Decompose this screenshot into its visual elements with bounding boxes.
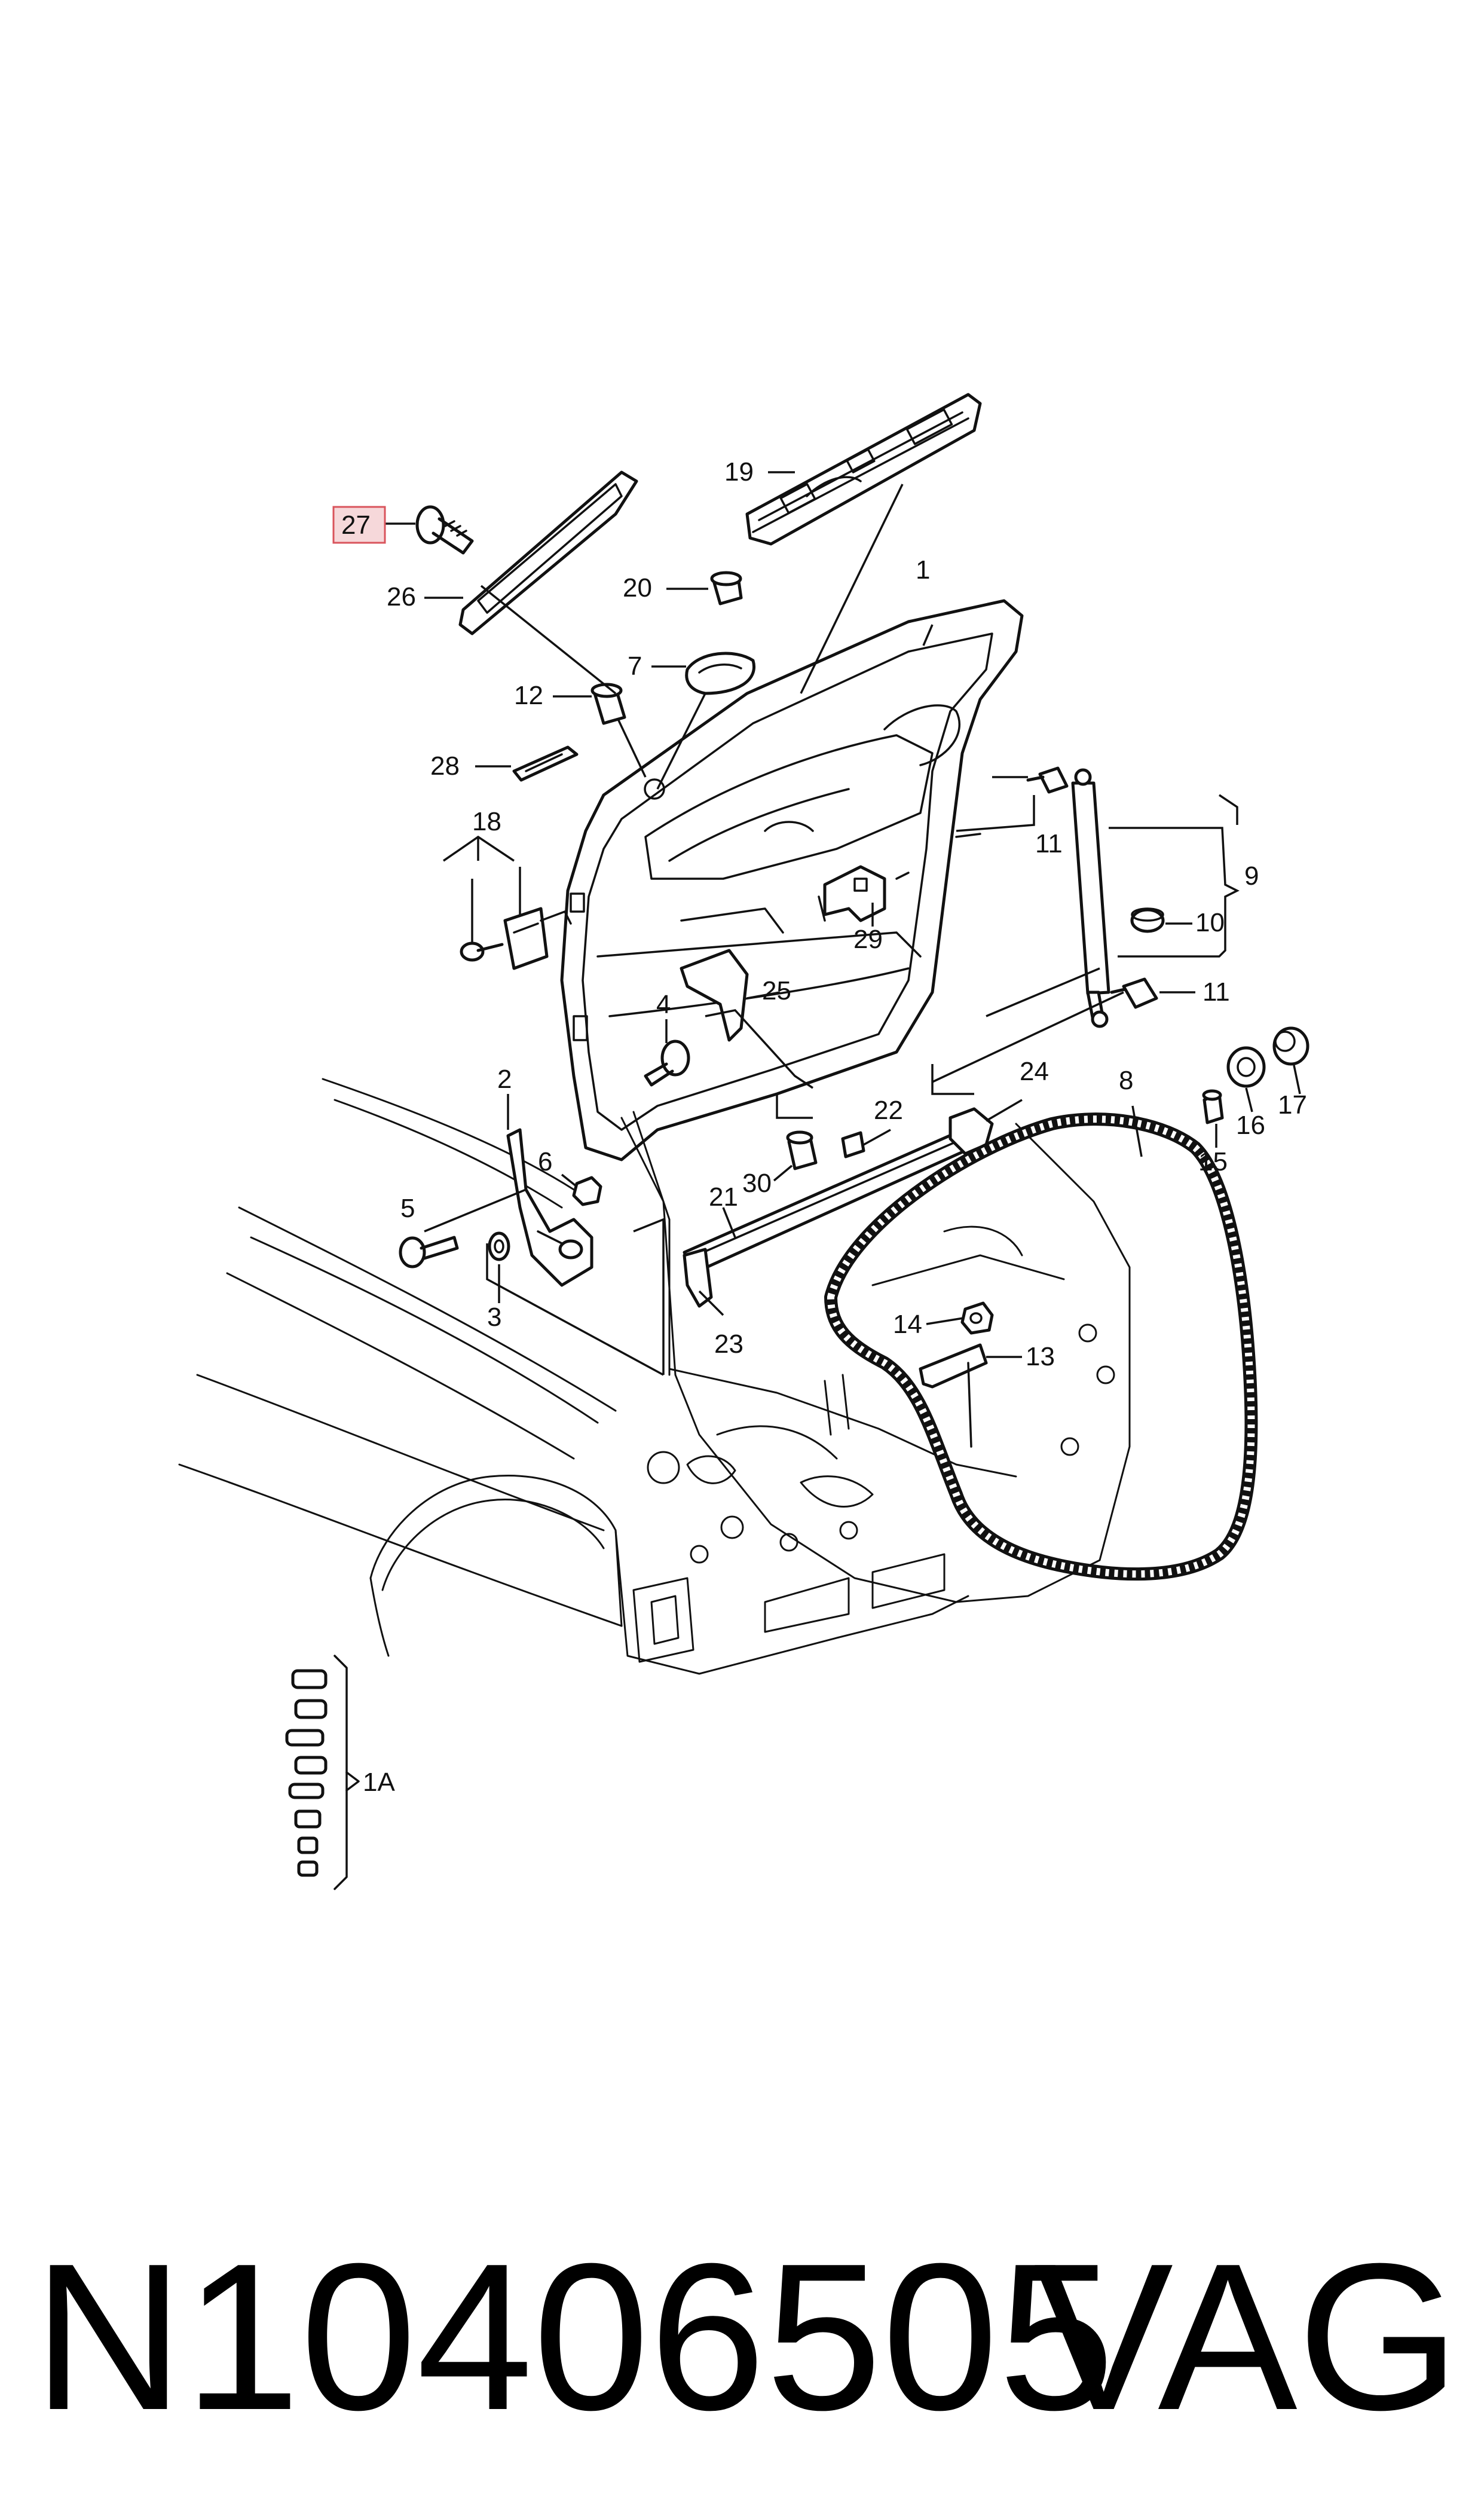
part-9-gas-strut	[1071, 768, 1110, 1028]
callout-27: 27	[341, 510, 371, 540]
part-30-buffer	[786, 1130, 818, 1170]
leader-lines	[385, 471, 1301, 1376]
part-27-screw	[415, 505, 474, 555]
callout-7: 7	[628, 652, 642, 681]
part-18-bracket	[460, 907, 572, 970]
part-6-nut	[572, 1176, 602, 1206]
part-10-cap	[1130, 907, 1165, 933]
part-25-trim	[680, 949, 749, 1042]
callout-15: 15	[1198, 1147, 1228, 1176]
part-number: N10406505	[33, 2220, 1115, 2454]
highlight-box-27	[332, 506, 386, 544]
callout-3: 3	[487, 1303, 501, 1332]
part-11-ball-pin-upper	[1026, 766, 1069, 794]
tailgate	[560, 599, 1024, 1161]
part-22-clip	[841, 1131, 865, 1158]
part-28-strip	[512, 745, 579, 782]
callout-4: 4	[656, 990, 671, 1019]
part-3-washer	[488, 1231, 510, 1261]
callout-6: 6	[538, 1147, 552, 1176]
part-12-buffer	[590, 683, 626, 725]
part-5-bolt	[399, 1236, 459, 1268]
callout-22: 22	[874, 1096, 903, 1125]
callout-23: 23	[714, 1329, 743, 1359]
part-26-plate	[458, 470, 638, 635]
brand-name: VAG	[1033, 2220, 1460, 2454]
callout-29: 29	[853, 925, 883, 954]
callout-9: 9	[1244, 861, 1259, 891]
callout-21: 21	[709, 1182, 738, 1212]
callout-24: 24	[1020, 1057, 1049, 1086]
callout-8: 8	[1119, 1066, 1133, 1095]
part-20-clip	[710, 571, 743, 606]
part-11-ball-pin-lower	[1110, 977, 1158, 1009]
callout-26: 26	[387, 582, 416, 612]
part-23-clip	[683, 1248, 713, 1308]
callout-5: 5	[400, 1194, 415, 1223]
footer: N10406505 VAG	[0, 2212, 1484, 2463]
callout-18: 18	[472, 807, 501, 836]
callout-19: 19	[724, 457, 754, 487]
part-7-cover	[685, 652, 755, 695]
callout-1: 1	[916, 555, 930, 585]
part-2-hinge	[506, 1128, 593, 1287]
callout-10: 10	[1195, 908, 1225, 937]
car-body	[178, 1078, 1131, 1675]
callout-11-upper: 11	[1035, 829, 1063, 858]
part-8-seal	[824, 1112, 1258, 1581]
callout-13: 13	[1026, 1342, 1055, 1371]
callout-labels: 27 26 19 20 1 7 12 28 18 11 9 10 11 29 2…	[341, 457, 1307, 1797]
part-29-lock	[818, 865, 910, 922]
callout-2: 2	[497, 1065, 512, 1094]
part-14-nut	[960, 1301, 994, 1335]
part-19-handle-panel	[745, 393, 982, 546]
part-15-pin	[1202, 1089, 1224, 1124]
callout-11-lower: 11	[1203, 977, 1230, 1007]
part-16-grommet	[1226, 1046, 1266, 1088]
callout-20: 20	[623, 573, 652, 603]
callout-30: 30	[742, 1169, 772, 1198]
part-13-bracket	[919, 1343, 988, 1448]
callout-17: 17	[1278, 1090, 1307, 1120]
callout-14: 14	[893, 1310, 922, 1339]
part-1a-fastener-kit	[285, 1655, 360, 1890]
part-17-cap	[1272, 1026, 1309, 1066]
callout-28: 28	[430, 751, 460, 781]
part-4-bolt	[644, 1040, 690, 1087]
callout-12: 12	[514, 681, 543, 710]
callout-25: 25	[762, 976, 791, 1005]
callout-16: 16	[1236, 1111, 1265, 1140]
callout-1a: 1A	[363, 1768, 395, 1797]
